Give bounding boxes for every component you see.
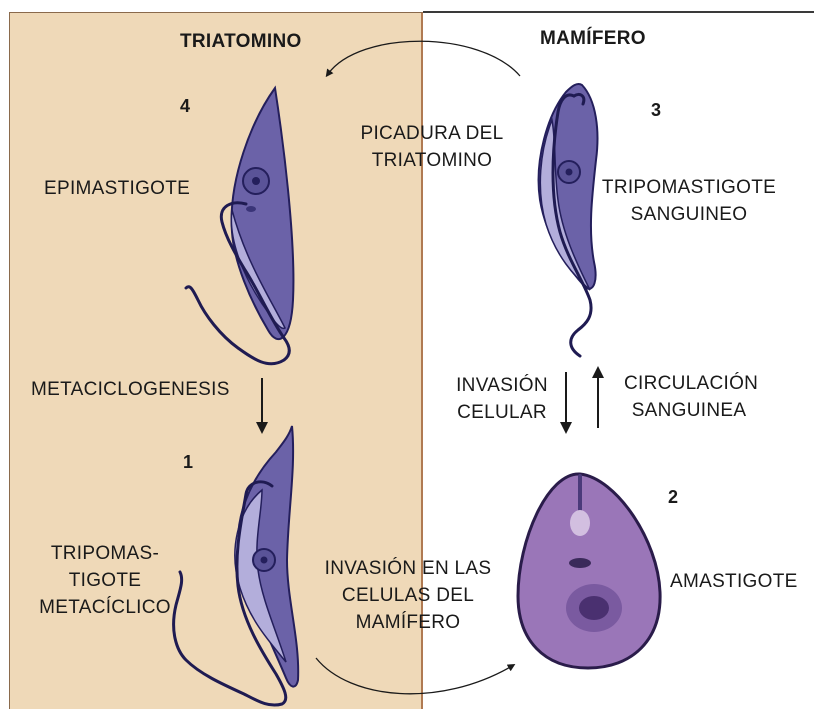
bite-label-line-2: TRIATOMINO [346, 147, 518, 174]
blood-circulation-label: CIRCULACIÓN SANGUINEA [624, 370, 754, 424]
metacyclic-label-line-2: TIGOTE [20, 567, 190, 594]
metacyclic-trypomastigote-label: TRIPOMAS- TIGOTE METACÍCLICO [20, 540, 190, 621]
amastigote-label: AMASTIGOTE [670, 568, 798, 595]
blood-trypomastigote-parasite [539, 84, 598, 356]
mammal-cell-invasion-label: INVASIÓN EN LAS CELULAS DEL MAMÍFERO [312, 555, 504, 636]
epimastigote-label: EPIMASTIGOTE [44, 175, 190, 202]
metacyclic-label-line-1: TRIPOMAS- [20, 540, 190, 567]
mammal-cell-invasion-line-1: INVASIÓN EN LAS [312, 555, 504, 582]
stage-number-2: 2 [668, 484, 678, 511]
cell-invasion-line-2: CELULAR [446, 399, 558, 426]
bite-label: PICADURA DEL TRIATOMINO [346, 120, 518, 174]
blood-label-line-2: SANGUINEO [600, 201, 778, 228]
metacyclic-label-line-3: METACÍCLICO [20, 594, 190, 621]
bite-label-line-1: PICADURA DEL [346, 120, 518, 147]
metacyclogenesis-label: METACICLOGENESIS [31, 376, 230, 403]
blood-trypomastigote-label: TRIPOMASTIGOTE SANGUINEO [600, 174, 778, 228]
arrow-mammal-cell-invasion [316, 658, 512, 694]
cell-invasion-label: INVASIÓN CELULAR [446, 372, 558, 426]
triatomine-title: TRIATOMINO [180, 28, 302, 55]
cell-invasion-line-1: INVASIÓN [446, 372, 558, 399]
blood-label-line-1: TRIPOMASTIGOTE [600, 174, 778, 201]
stage-number-3: 3 [651, 97, 661, 124]
stage-number-1: 1 [183, 449, 193, 476]
mammal-title: MAMÍFERO [540, 25, 646, 52]
epimastigote-parasite [186, 88, 293, 364]
mammal-cell-invasion-line-3: MAMÍFERO [312, 609, 504, 636]
amastigote-parasite [518, 474, 660, 668]
mammal-cell-invasion-line-2: CELULAS DEL [312, 582, 504, 609]
stage-number-4: 4 [180, 93, 190, 120]
blood-circulation-line-1: CIRCULACIÓN [624, 370, 754, 397]
blood-circulation-line-2: SANGUINEA [624, 397, 754, 424]
arrow-bite [328, 41, 520, 76]
